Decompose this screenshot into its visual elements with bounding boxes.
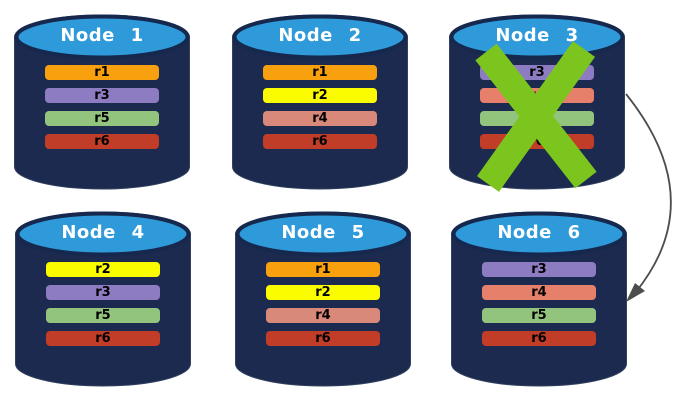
- replica-bar: r5: [45, 111, 159, 126]
- replica-bar: r3: [482, 262, 596, 277]
- replica-label: r6: [315, 331, 331, 346]
- replica-label: r4: [315, 308, 331, 323]
- replica-bar: r2: [266, 285, 380, 300]
- node-5: Node 5 r1 r2 r4 r6: [233, 210, 413, 390]
- replica-label: r3: [94, 88, 110, 103]
- node-1: Node 1 r1 r3 r5 r6: [12, 13, 192, 193]
- node-title: Node 6: [497, 222, 581, 243]
- replica-bar: r6: [480, 134, 594, 149]
- failover-arrow-icon: [625, 93, 672, 302]
- replica-label: r5: [531, 308, 547, 323]
- replica-label: r4: [529, 88, 545, 103]
- replica-label: r3: [529, 65, 545, 80]
- replica-bar: r5: [480, 111, 594, 126]
- replica-bar: r6: [46, 331, 160, 346]
- node-6: Node 6 r3 r4 r5 r6: [449, 210, 629, 390]
- replica-bar: r4: [263, 111, 377, 126]
- replica-label: r6: [95, 331, 111, 346]
- node-4: Node 4 r2 r3 r5 r6: [13, 210, 193, 390]
- replica-label: r5: [94, 111, 110, 126]
- replica-label: r6: [531, 331, 547, 346]
- replica-bar: r1: [266, 262, 380, 277]
- replica-list: r1 r3 r5 r6: [45, 65, 159, 149]
- replica-bar: r6: [266, 331, 380, 346]
- replica-bar: r3: [45, 88, 159, 103]
- replica-bar: r4: [480, 88, 594, 103]
- replica-label: r1: [315, 262, 331, 277]
- replica-bar: r3: [480, 65, 594, 80]
- replica-label: r6: [94, 134, 110, 149]
- replica-bar: r6: [45, 134, 159, 149]
- replica-bar: r1: [45, 65, 159, 80]
- replica-label: r1: [312, 65, 328, 80]
- node-title: Node 5: [281, 222, 365, 243]
- replica-bar: r6: [482, 331, 596, 346]
- replica-list: r1 r2 r4 r6: [263, 65, 377, 149]
- replica-label: r1: [94, 65, 110, 80]
- replica-label: r2: [95, 262, 111, 277]
- replica-label: r5: [95, 308, 111, 323]
- replica-bar: r4: [266, 308, 380, 323]
- replica-list: r2 r3 r5 r6: [46, 262, 160, 346]
- replica-bar: r3: [46, 285, 160, 300]
- replica-bar: r6: [263, 134, 377, 149]
- node-3: Node 3 r3 r4 r5 r6: [447, 13, 627, 193]
- replica-list: r3 r4 r5 r6: [482, 262, 596, 346]
- replica-bar: r5: [482, 308, 596, 323]
- replica-label: r6: [312, 134, 328, 149]
- replica-bar: r5: [46, 308, 160, 323]
- replica-label: r5: [529, 111, 545, 126]
- replica-label: r3: [531, 262, 547, 277]
- replica-label: r2: [315, 285, 331, 300]
- node-title: Node 3: [495, 25, 579, 46]
- replica-label: r2: [312, 88, 328, 103]
- replica-label: r3: [95, 285, 111, 300]
- node-title: Node 1: [60, 25, 144, 46]
- replica-bar: r4: [482, 285, 596, 300]
- node-2: Node 2 r1 r2 r4 r6: [230, 13, 410, 193]
- replica-list: r3 r4 r5 r6: [480, 65, 594, 149]
- replica-label: r4: [531, 285, 547, 300]
- replica-bar: r2: [263, 88, 377, 103]
- replica-label: r6: [529, 134, 545, 149]
- node-title: Node 2: [278, 25, 362, 46]
- replica-list: r1 r2 r4 r6: [266, 262, 380, 346]
- replica-bar: r2: [46, 262, 160, 277]
- replica-bar: r1: [263, 65, 377, 80]
- replica-label: r4: [312, 111, 328, 126]
- node-title: Node 4: [61, 222, 145, 243]
